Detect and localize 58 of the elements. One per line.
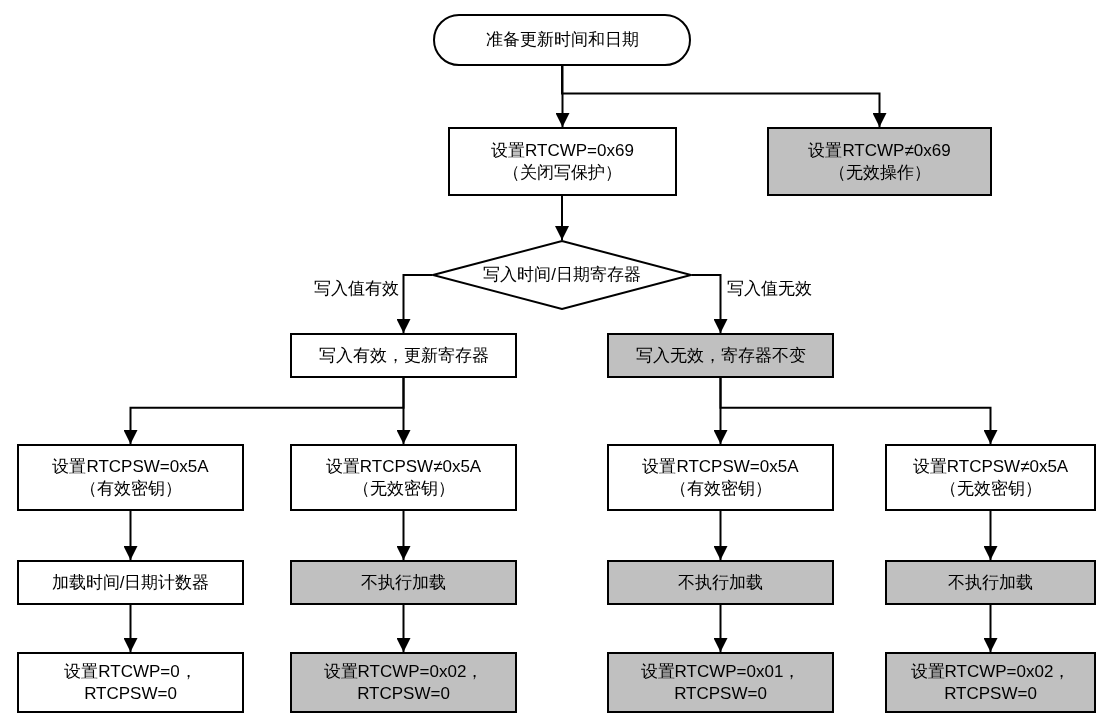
arrow <box>396 377 411 445</box>
arrow <box>713 510 728 561</box>
step-text: 设置RTCWP=0x02， RTCPSW=0 <box>909 660 1072 705</box>
step-text: 写入无效，寄存器不变 <box>635 344 806 367</box>
step-text: 设置RTCPSW=0x5A <box>52 455 209 478</box>
process-box <box>607 333 834 378</box>
step-note: （无效操作） <box>828 161 931 184</box>
process-box <box>885 652 1096 713</box>
step-note: （关闭写保护） <box>503 161 622 184</box>
arrow <box>555 195 569 241</box>
step-text: 设置RTCPSW≠0x5A <box>912 455 1069 478</box>
step-text: 准备更新时间和日期 <box>485 29 639 51</box>
arrow <box>719 377 998 445</box>
arrow <box>396 510 411 561</box>
process-box <box>290 560 517 605</box>
process-box <box>885 560 1096 605</box>
step-text: 设置RTCWP=0x02， RTCPSW=0 <box>322 660 485 705</box>
step-text: 不执行加载 <box>948 571 1033 594</box>
edge-label: 写入值有效 <box>313 279 399 299</box>
step-note: （无效密钥） <box>939 477 1042 500</box>
arrow <box>123 510 138 561</box>
arrow <box>713 604 728 653</box>
step-text: 写入时间/日期寄存器 <box>483 264 641 286</box>
step-text: 设置RTCPSW=0x5A <box>642 455 799 478</box>
step-text: 设置RTCWP=0x01， RTCPSW=0 <box>639 660 802 705</box>
process-box <box>17 444 244 511</box>
process-box <box>290 444 517 511</box>
step-text: 不执行加载 <box>361 571 446 594</box>
arrow <box>396 604 411 653</box>
process-box <box>17 652 244 713</box>
step-text: 设置RTCWP=0， RTCPSW=0 <box>63 660 198 705</box>
process-box <box>607 652 834 713</box>
process-box <box>767 127 992 196</box>
step-text: 写入有效，更新寄存器 <box>318 344 489 367</box>
arrow <box>983 510 998 561</box>
process-box <box>290 652 517 713</box>
step-text: 设置RTCPSW≠0x5A <box>325 455 482 478</box>
process-box <box>885 444 1096 511</box>
process-box <box>290 333 517 378</box>
arrow <box>123 604 138 653</box>
arrow <box>555 65 570 128</box>
process-box <box>448 127 677 196</box>
step-text: 不执行加载 <box>678 571 763 594</box>
step-text: 加载时间/日期计数器 <box>51 571 210 594</box>
step-note: （有效密钥） <box>669 477 772 500</box>
process-box <box>17 560 244 605</box>
process-box <box>607 560 834 605</box>
arrow <box>691 274 728 334</box>
start-terminator <box>433 14 691 66</box>
process-box <box>607 444 834 511</box>
arrow <box>983 604 998 653</box>
step-text: 设置RTCWP≠0x69 <box>808 139 951 162</box>
step-note: （有效密钥） <box>79 477 182 500</box>
arrow <box>561 65 887 128</box>
edge-label: 写入值无效 <box>726 279 812 299</box>
step-text: 设置RTCWP=0x69 <box>491 139 634 162</box>
step-note: （无效密钥） <box>352 477 455 500</box>
arrow <box>396 274 433 334</box>
